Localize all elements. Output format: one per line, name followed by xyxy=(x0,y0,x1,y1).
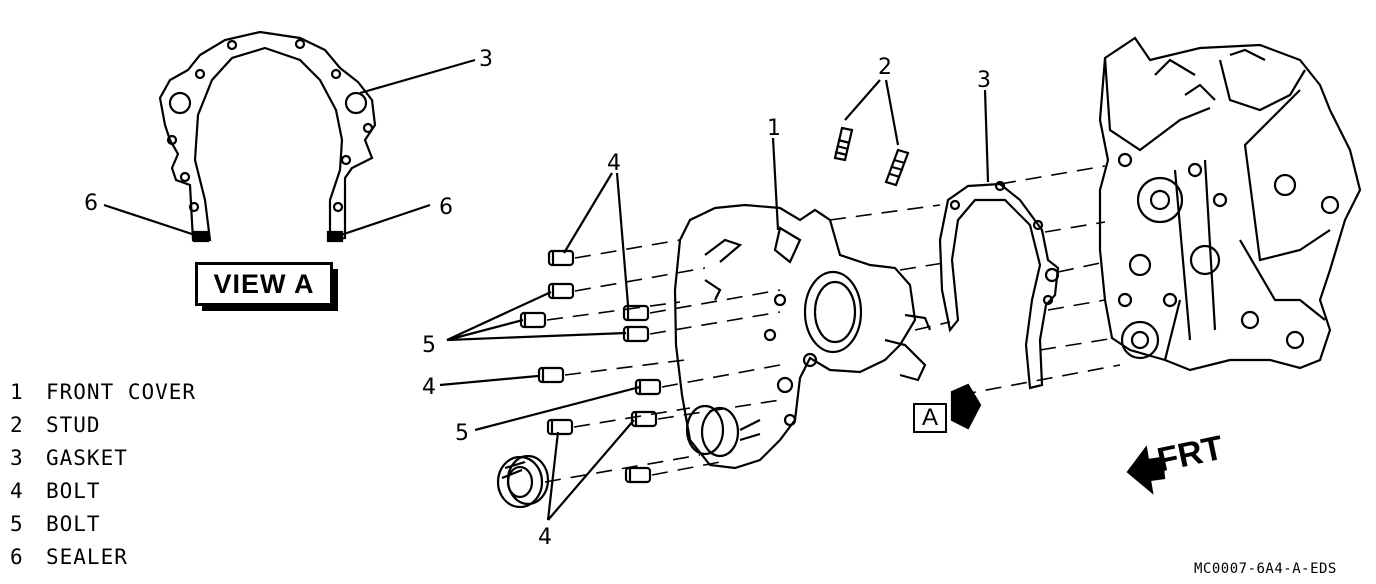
legend-item: 1 FRONT COVER xyxy=(10,376,196,409)
callout-bolts-upper: 4 xyxy=(607,151,621,176)
view-a-text: VIEW A xyxy=(213,268,315,299)
legend-item: 5 BOLT xyxy=(10,508,196,541)
leader-lines xyxy=(439,79,990,521)
callout-studs: 2 xyxy=(878,55,892,80)
gasket-part xyxy=(938,180,1060,390)
callout-bolts-group: 5 xyxy=(422,333,436,358)
callout-view-sealer-left: 6 xyxy=(84,191,98,216)
callout-numbers: 3 6 6 1 2 3 4 5 4 5 4 xyxy=(84,47,991,550)
legend-number: 6 xyxy=(10,545,24,569)
front-cover-part xyxy=(673,203,932,470)
alignment-lines xyxy=(544,165,1121,483)
engine-block xyxy=(1098,36,1362,372)
callout-gasket: 3 xyxy=(977,68,991,93)
legend-number: 5 xyxy=(10,512,24,536)
callout-bolt-single: 4 xyxy=(422,375,436,400)
bolts xyxy=(519,249,662,484)
figure-code: MC0007-6A4-A-EDS xyxy=(1194,561,1337,577)
callout-view-gasket: 3 xyxy=(479,47,493,72)
view-a-arrow-icon xyxy=(950,383,982,430)
legend-part-name: FRONT COVER xyxy=(46,380,197,404)
leader-view-sealer-right xyxy=(331,203,431,240)
legend-part-name: GASKET xyxy=(46,446,128,470)
legend-item: 4 BOLT xyxy=(10,475,196,508)
studs xyxy=(833,126,910,187)
view-a-label: VIEW A xyxy=(195,262,338,311)
legend-part-name: BOLT xyxy=(46,479,101,503)
callout-view-sealer-right: 6 xyxy=(439,195,453,220)
legend-number: 2 xyxy=(10,413,24,437)
oil-seal xyxy=(496,454,550,509)
legend-item: 2 STUD xyxy=(10,409,196,442)
callout-front-cover: 1 xyxy=(767,116,781,141)
legend-number: 4 xyxy=(10,479,24,503)
legend-part-name: BOLT xyxy=(46,512,101,536)
legend-item: 6 SEALER xyxy=(10,541,196,574)
view-a-arrow-letter: A xyxy=(921,404,938,431)
view-a-gasket xyxy=(158,30,377,243)
legend-item: 3 GASKET xyxy=(10,442,196,475)
leader-view-sealer-left xyxy=(103,203,199,238)
legend-part-name: STUD xyxy=(46,413,101,437)
legend-number: 3 xyxy=(10,446,24,470)
front-arrow-icon xyxy=(1126,445,1166,495)
legend-part-name: SEALER xyxy=(46,545,128,569)
legend-number: 1 xyxy=(10,380,24,404)
view-a-arrow-label: A xyxy=(913,403,947,433)
callout-bolt-lower: 5 xyxy=(455,421,469,446)
callout-bolts-lower: 4 xyxy=(538,525,552,550)
leader-view-gasket xyxy=(359,58,476,95)
